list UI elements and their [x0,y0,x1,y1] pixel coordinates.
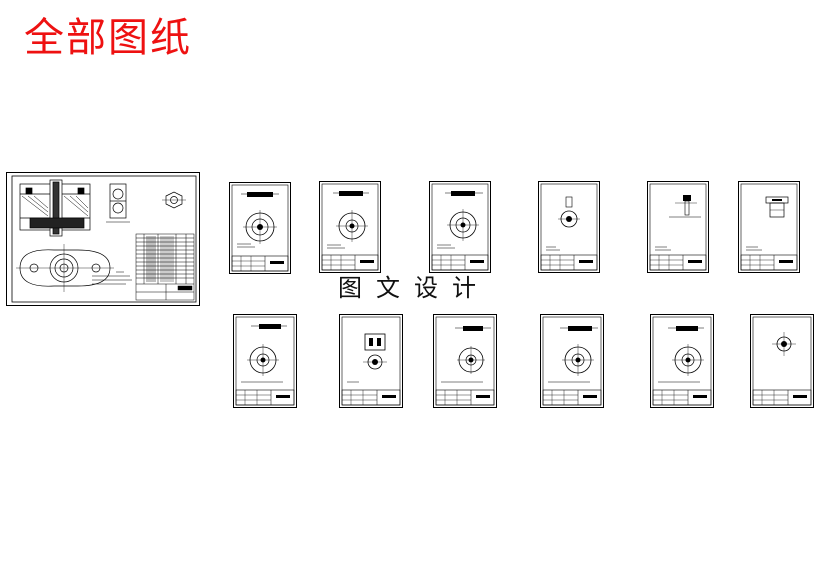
parts-list-table [135,233,195,301]
assembly-drawing [6,172,200,306]
part-drawing-sheet[interactable] [750,314,814,408]
pin-part-drawing [738,181,800,273]
bore-part-drawing [433,314,497,408]
pin-part-drawing [647,181,709,273]
watermark-text: 图文设计 [338,274,490,302]
bore-part-drawing [540,314,604,408]
part-drawing-sheet[interactable] [229,182,291,274]
plan-view [16,244,114,292]
bushing-part-drawing [339,314,403,408]
technical-notes [92,271,132,285]
bore-part-drawing [233,314,297,408]
assembly-drawing-sheet[interactable] [6,172,200,306]
part-drawing-sheet[interactable] [339,314,403,408]
small-part-drawing [750,314,814,408]
part-drawing-sheet[interactable] [429,181,491,273]
bore-part-drawing [429,181,491,273]
small-part-drawing [538,181,600,273]
section-view [19,179,91,237]
part-drawing-sheet[interactable] [233,314,297,408]
part-drawing-sheet[interactable] [738,181,800,273]
part-drawing-sheet[interactable] [538,181,600,273]
bore-part-drawing [319,181,381,273]
part-drawing-sheet[interactable] [319,181,381,273]
bore-part-drawing [229,182,291,274]
bore-part-drawing [650,314,714,408]
part-drawing-sheet[interactable] [540,314,604,408]
detail-view [106,183,130,223]
part-drawing-sheet[interactable] [647,181,709,273]
part-drawing-sheet[interactable] [650,314,714,408]
page-title: 全部图纸 [24,15,192,61]
part-drawing-sheet[interactable] [433,314,497,408]
nut-view [162,191,186,209]
